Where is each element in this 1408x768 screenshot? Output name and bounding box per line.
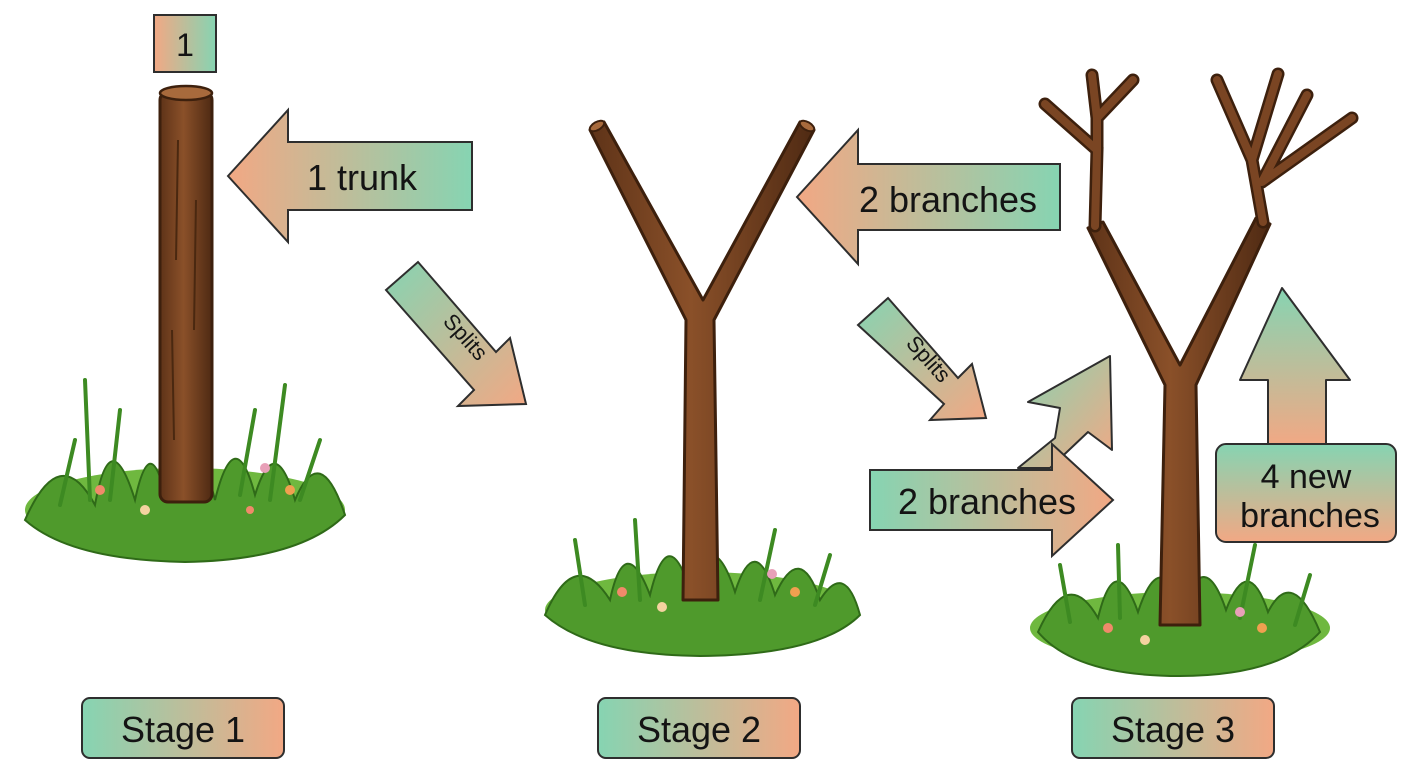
- new-branches-label-line-2: branches: [1240, 497, 1380, 535]
- callout-stage-2-branches-label: 2 branches: [859, 179, 1037, 220]
- new-branches-label-line-1: 4 new: [1261, 458, 1352, 496]
- stage-label-1-text: Stage 1: [121, 709, 245, 750]
- number-badge-label: 1: [176, 27, 194, 63]
- grass-clump-stage-2: [543, 518, 862, 658]
- grass-clump-stage-3: [1030, 543, 1330, 678]
- callout-arrow-stage-3-branches: 2 branches: [869, 441, 1115, 559]
- tree-trunk-stage-1: [158, 84, 214, 504]
- new-branch-diagonal-arrow: [1017, 355, 1113, 469]
- transition-arrow-1: Splits: [384, 260, 528, 408]
- stage-label-3-text: Stage 3: [1111, 709, 1235, 750]
- callout-arrow-trunk: 1 trunk: [226, 107, 473, 245]
- stage-label-1: Stage 1: [81, 697, 285, 759]
- callout-stage-3-branches-label: 2 branches: [898, 481, 1076, 522]
- new-branches-up-arrow: 4 new branches: [1215, 287, 1397, 543]
- callout-trunk-label: 1 trunk: [307, 157, 418, 198]
- grass-clump-stage-1: [23, 378, 347, 564]
- transition-arrow-2: Splits: [856, 296, 988, 422]
- number-badge: 1: [153, 14, 217, 73]
- stage-label-2: Stage 2: [597, 697, 801, 759]
- stage-label-3: Stage 3: [1071, 697, 1275, 759]
- tree-stage-2: [588, 119, 816, 602]
- callout-arrow-stage-2-branches: 2 branches: [795, 127, 1061, 267]
- tree-stage-3: [1038, 67, 1359, 627]
- stage-label-2-text: Stage 2: [637, 709, 761, 750]
